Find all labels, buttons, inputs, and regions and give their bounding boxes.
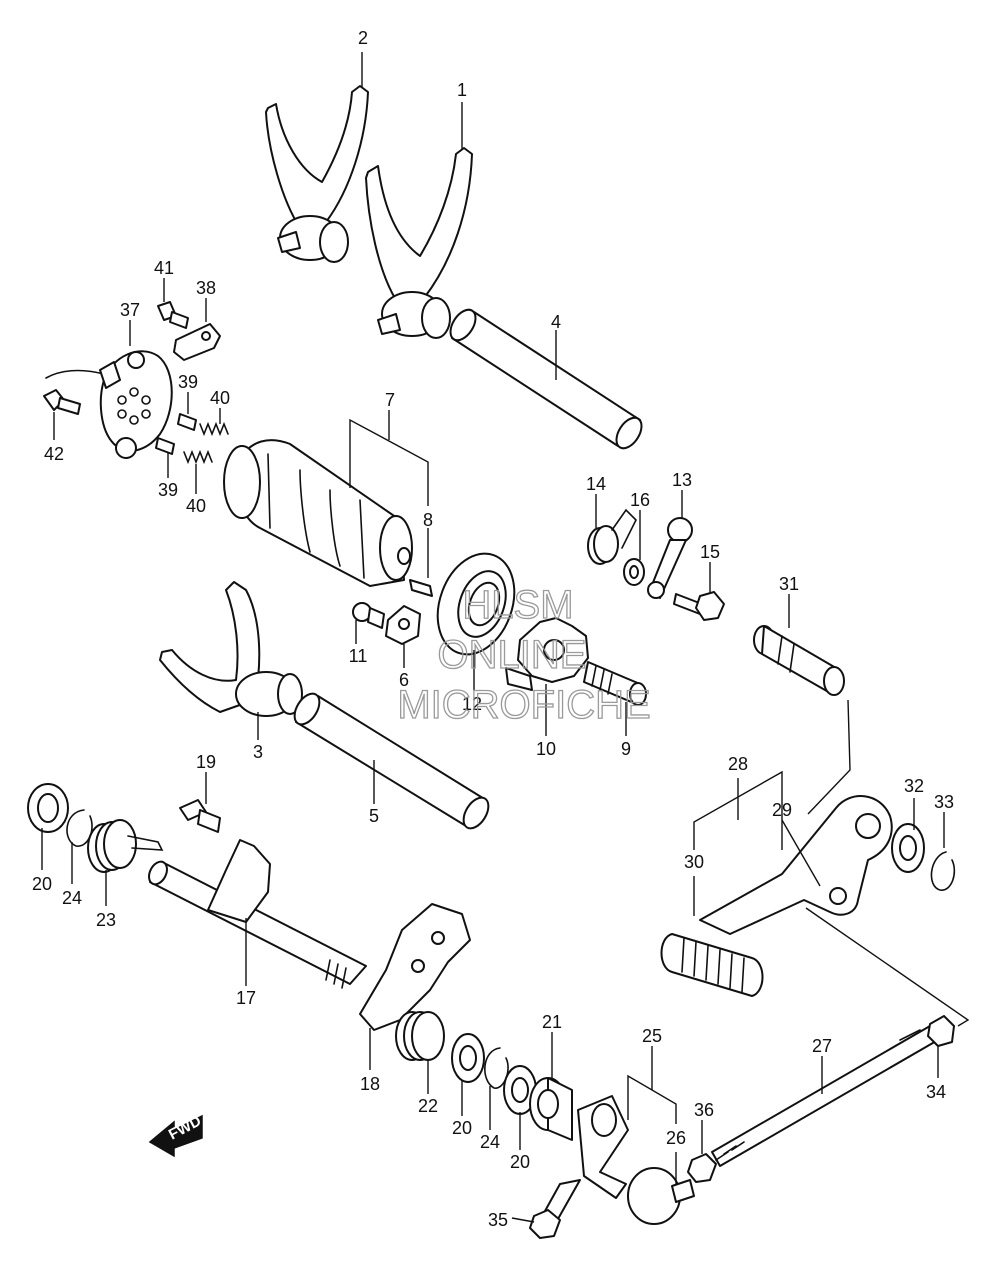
nut-34 (927, 1015, 955, 1047)
callout-38: 38 (196, 278, 216, 298)
spring-14 (587, 508, 637, 565)
shift-fork-3 (159, 581, 303, 717)
callout-33: 33 (934, 792, 954, 812)
callout-3: 3 (253, 742, 263, 762)
callout-41: 41 (154, 258, 174, 278)
callout-9: 9 (621, 739, 631, 759)
callout-27: 27 (812, 1036, 832, 1056)
cam-pin-8 (409, 579, 433, 597)
callout-14: 14 (586, 474, 606, 494)
spring-22 (395, 1011, 445, 1061)
return-spring-23 (87, 819, 164, 873)
fork-shaft-5 (293, 692, 490, 830)
callout-42: 42 (44, 444, 64, 464)
callout-15: 15 (700, 542, 720, 562)
watermark-line-2: ONLINE (438, 633, 587, 677)
circlip-33 (930, 851, 956, 891)
callout-36: 36 (694, 1100, 714, 1120)
callout-labels: 2 1 4 7 8 11 6 12 10 9 14 16 13 15 31 3 … (32, 28, 954, 1230)
bearing-12 (436, 552, 516, 656)
callout-21: 21 (542, 1012, 562, 1032)
gearshift-cam-7 (223, 439, 413, 587)
bolt-15 (673, 591, 725, 621)
spring-40b (183, 449, 213, 465)
cam-driven-gear-10 (505, 617, 589, 691)
nut-36 (687, 1153, 717, 1183)
callout-30: 30 (684, 852, 704, 872)
callout-12: 12 (462, 694, 482, 714)
stopper-lever-13 (647, 517, 693, 599)
gearshift-arm-18 (359, 903, 471, 1031)
callout-17: 17 (236, 988, 256, 1008)
washer-16 (623, 558, 645, 586)
callout-24-right: 24 (480, 1132, 500, 1152)
circlip-24a (66, 809, 93, 847)
callout-20-left: 20 (32, 874, 52, 894)
callout-18: 18 (360, 1074, 380, 1094)
callout-7: 7 (385, 390, 395, 410)
callout-16: 16 (630, 490, 650, 510)
callout-25: 25 (642, 1026, 662, 1046)
callout-40-lower: 40 (186, 496, 206, 516)
callout-40-upper: 40 (210, 388, 230, 408)
bushing-21 (529, 1077, 573, 1141)
bolt-42 (43, 389, 81, 415)
callout-39-upper: 39 (178, 372, 198, 392)
callout-1: 1 (457, 80, 467, 100)
callout-11: 11 (349, 646, 368, 666)
shift-link-arm-26 (577, 1095, 695, 1225)
shift-fork-1 (365, 147, 473, 339)
callout-35: 35 (488, 1210, 508, 1230)
bolt-35 (529, 1179, 581, 1239)
callout-8: 8 (423, 510, 433, 530)
callout-23: 23 (96, 910, 116, 930)
contact-pin-39b (155, 437, 175, 455)
callout-32: 32 (904, 776, 924, 796)
washer-20b (451, 1033, 485, 1083)
callout-31: 31 (779, 574, 799, 594)
callout-37: 37 (120, 300, 140, 320)
callout-34: 34 (926, 1082, 946, 1102)
callout-6: 6 (399, 670, 409, 690)
fork-shaft-4 (449, 308, 643, 450)
callout-20-mid: 20 (452, 1118, 472, 1138)
gear-position-switch-37 (45, 350, 173, 459)
callout-28: 28 (728, 754, 748, 774)
callout-2: 2 (358, 28, 368, 48)
shift-fork-2 (265, 85, 369, 263)
callout-13: 13 (672, 470, 692, 490)
gearshift-shaft-17 (148, 839, 367, 989)
spring-40a (199, 421, 229, 437)
callout-26: 26 (666, 1128, 686, 1148)
callout-20-right: 20 (510, 1152, 530, 1172)
callout-5: 5 (369, 806, 379, 826)
watermark-line-1: HLSM (462, 583, 573, 627)
leader-lines (41, 52, 970, 1223)
lever-rubber-30 (660, 933, 764, 997)
washer-20a (27, 783, 69, 833)
pin-9 (583, 661, 647, 706)
stopper-plate-6 (385, 605, 421, 645)
callout-39-lower: 39 (158, 480, 178, 500)
washer-32 (891, 823, 925, 873)
callout-19: 19 (196, 752, 216, 772)
forward-arrow-icon: FWD (148, 1112, 204, 1158)
watermark-line-3: MICROFICHE (397, 683, 650, 727)
circlip-24b (484, 1047, 509, 1089)
callout-29: 29 (772, 800, 792, 820)
bolt-41 (157, 301, 189, 329)
callout-4: 4 (551, 312, 561, 332)
watermark: HLSM ONLINE MICROFICHE (397, 582, 652, 727)
callout-24-left: 24 (62, 888, 82, 908)
clamp-38 (173, 323, 221, 361)
shaft-pin-31 (753, 625, 845, 696)
contact-pin-39a (177, 413, 197, 431)
callout-22: 22 (418, 1096, 438, 1116)
gearshift-lever-28 (699, 795, 893, 935)
bolt-11 (352, 602, 385, 629)
bolt-19 (179, 799, 221, 833)
callout-10: 10 (536, 739, 556, 759)
